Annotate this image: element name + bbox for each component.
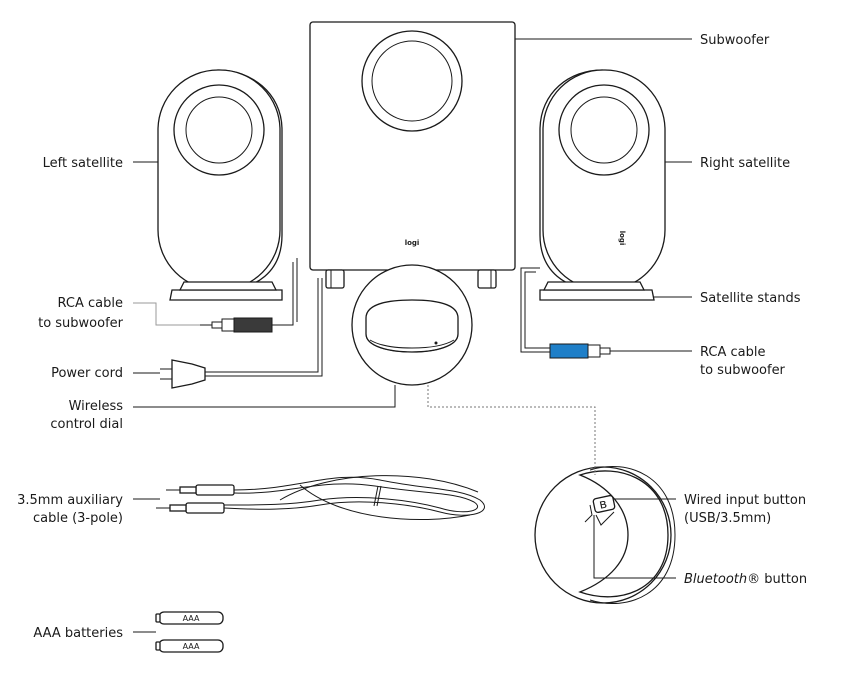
label-power-cord: Power cord: [51, 366, 123, 381]
callout-lines: [133, 38, 692, 633]
label-wireless-line2: control dial: [50, 417, 123, 432]
label-aaa-batteries: AAA batteries: [33, 626, 123, 641]
label-aux-line2: cable (3-pole): [33, 511, 123, 526]
dial-detail: ʙ: [534, 466, 676, 604]
label-right-satellite: Right satellite: [700, 156, 790, 171]
label-wired-input-line1: Wired input button: [684, 493, 806, 508]
label-bluetooth-italic: Bluetooth: [684, 572, 747, 587]
wireless-control-dial: [351, 264, 473, 386]
label-rca-right-line2: to subwoofer: [700, 363, 786, 378]
label-rca-right-line1: RCA cable: [700, 345, 765, 360]
left-satellite: [157, 69, 283, 301]
subwoofer: logi: [309, 21, 516, 289]
label-bluetooth-button: Bluetooth® button: [684, 572, 807, 587]
power-cord: [160, 278, 323, 389]
label-subwoofer: Subwoofer: [700, 33, 770, 48]
subwoofer-logo: logi: [405, 239, 420, 247]
label-bluetooth-rest: ® button: [747, 572, 807, 587]
bluetooth-icon: ʙ: [598, 497, 609, 513]
label-rca-left-line1: RCA cable: [58, 296, 123, 311]
aaa-batteries: AAA AAA: [155, 611, 224, 653]
right-rca-cable: [520, 267, 622, 359]
battery-label-2: AAA: [183, 642, 200, 651]
label-wireless-line1: Wireless: [69, 399, 124, 414]
battery-label-1: AAA: [183, 614, 200, 623]
left-rca-cable: [200, 258, 298, 333]
label-aux-line1: 3.5mm auxiliary: [17, 493, 123, 508]
right-satellite: logi: [539, 69, 666, 301]
label-left-satellite: Left satellite: [43, 156, 123, 171]
label-rca-left-line2: to subwoofer: [38, 316, 124, 331]
aux-cable: [156, 475, 485, 521]
label-satellite-stands: Satellite stands: [700, 291, 801, 306]
label-wired-input-line2: (USB/3.5mm): [684, 511, 771, 526]
wired-input-button-icon: [592, 494, 616, 514]
right-satellite-logo: logi: [618, 231, 626, 246]
